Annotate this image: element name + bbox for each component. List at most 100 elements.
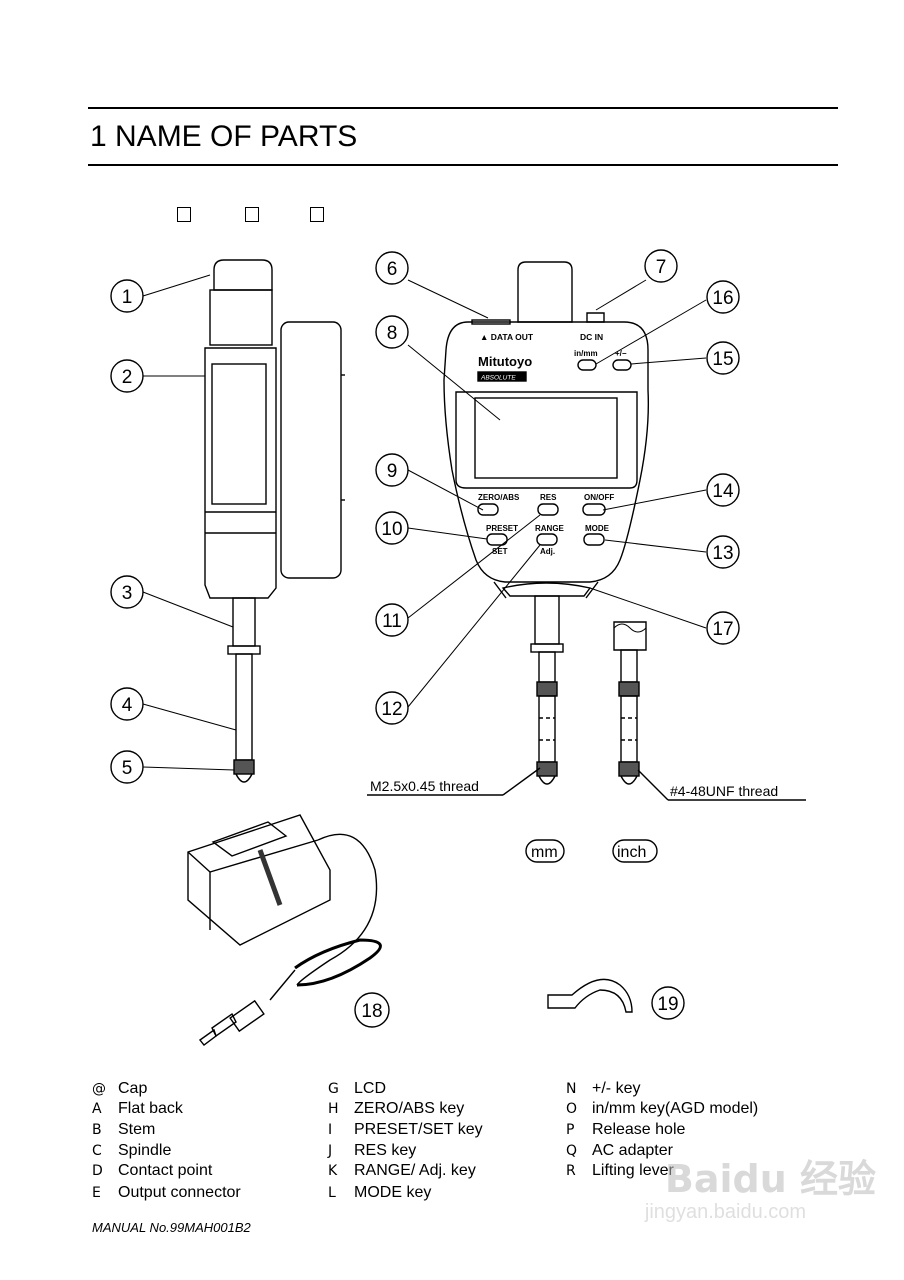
callout-12 <box>375 691 409 725</box>
legend-label: RANGE/ Adj. key <box>354 1162 476 1179</box>
checkbox-square <box>245 207 259 222</box>
legend-label: +/- key <box>592 1080 641 1097</box>
callout-18 <box>354 992 390 1028</box>
legend-item: B Stem <box>92 1121 155 1139</box>
data-out-label: ▲ DATA OUT <box>480 332 534 342</box>
legend-glyph: J <box>328 1143 333 1159</box>
preset-label: PRESET <box>486 524 518 533</box>
unit-mm-badge: mm <box>531 844 558 861</box>
ac-adapter <box>187 814 382 1046</box>
legend-label: RES key <box>354 1142 417 1159</box>
inch-spindle <box>613 621 647 785</box>
watermark-brand: Baidu 经验 <box>664 1157 876 1201</box>
legend-glyph: R <box>566 1163 576 1179</box>
callout-12-label: 12 <box>381 699 402 720</box>
legend-label: Lifting lever <box>592 1162 674 1179</box>
legend-label: Spindle <box>118 1142 172 1159</box>
legend-glyph: B <box>92 1122 102 1138</box>
legend-item: E Output connector <box>92 1184 241 1202</box>
metric-thread-label: M2.5x0.45 thread <box>370 778 479 794</box>
callout-16-label: 16 <box>712 288 733 309</box>
legend-item: N +/- key <box>566 1080 640 1098</box>
range-label: RANGE <box>535 524 565 533</box>
callout-4 <box>110 687 144 721</box>
callout-3-label: 3 <box>122 583 133 604</box>
callout-10 <box>375 511 409 545</box>
callout-5-label: 5 <box>122 758 133 779</box>
callout-9 <box>375 453 409 487</box>
legend-item: P Release hole <box>566 1121 685 1139</box>
callouts <box>110 249 740 1028</box>
baidu-watermark: Baidu 经验 jingyan.baidu.com <box>645 1148 876 1224</box>
legend-label: Flat back <box>118 1100 183 1117</box>
front-view: ▲ DATA OUT DC IN Mitutoyo in/mm +/− ZERO… <box>443 261 650 785</box>
callout-1-label: 1 <box>122 287 133 308</box>
legend-glyph: N <box>566 1081 577 1097</box>
legend-label: PRESET/SET key <box>354 1121 483 1138</box>
brand-logo: Mitutoyo <box>478 354 532 369</box>
zero-abs-label: ZERO/ABS <box>478 493 520 502</box>
top-rule <box>88 107 838 109</box>
mode-label: MODE <box>585 524 610 533</box>
legend-glyph: I <box>328 1122 333 1138</box>
callout-3 <box>110 575 144 609</box>
legend-glyph: @ <box>92 1081 106 1097</box>
series-label: ABSOLUTE <box>480 375 516 382</box>
callout-15-label: 15 <box>712 349 733 370</box>
callout-7 <box>644 249 678 283</box>
callout-19 <box>651 986 685 1020</box>
callout-8 <box>375 315 409 349</box>
legend-label: Stem <box>118 1121 156 1138</box>
legend-item: K RANGE/ Adj. key <box>328 1162 476 1180</box>
legend-glyph: H <box>328 1101 339 1117</box>
callout-19-label: 19 <box>657 994 678 1015</box>
callout-13 <box>706 535 740 569</box>
legend-item: D Contact point <box>92 1162 212 1180</box>
parts-diagram: ▲ DATA OUT DC IN Mitutoyo in/mm +/− ZERO… <box>110 249 806 1046</box>
legend-item: I PRESET/SET key <box>328 1121 483 1139</box>
legend-glyph: Q <box>566 1143 578 1159</box>
callout-13-label: 13 <box>712 543 733 564</box>
page-title: 1 NAME OF PARTS <box>90 120 358 153</box>
legend-glyph: E <box>92 1185 101 1201</box>
callout-5 <box>110 750 144 784</box>
legend-item: J RES key <box>328 1142 416 1160</box>
callout-16 <box>706 280 740 314</box>
legend-glyph: D <box>92 1163 103 1179</box>
callout-18-label: 18 <box>361 1001 382 1022</box>
lifting-lever-drawing <box>547 978 633 1013</box>
legend-item: G LCD <box>328 1080 386 1098</box>
set-label: SET <box>492 547 508 556</box>
legend-item: H ZERO/ABS key <box>328 1100 464 1118</box>
legend-label: ZERO/ABS key <box>354 1100 465 1117</box>
legend-glyph: P <box>566 1122 575 1138</box>
legend-glyph: C <box>92 1143 102 1159</box>
legend-label: Output connector <box>118 1184 241 1201</box>
dc-in-label: DC IN <box>580 332 603 342</box>
legend-item: @Cap <box>92 1080 147 1098</box>
callout-10-label: 10 <box>381 519 402 540</box>
legend-glyph: K <box>328 1163 338 1179</box>
callout-4-label: 4 <box>122 695 133 716</box>
legend-glyph: G <box>328 1081 339 1097</box>
callout-1 <box>110 279 144 313</box>
res-label: RES <box>540 493 557 502</box>
callout-17 <box>706 611 740 645</box>
callout-17-label: 17 <box>712 619 733 640</box>
callout-15 <box>706 341 740 375</box>
legend-label: MODE key <box>354 1184 432 1201</box>
callout-6 <box>375 251 409 285</box>
callout-11-label: 11 <box>382 611 402 632</box>
legend-label: LCD <box>354 1080 387 1097</box>
callout-8-label: 8 <box>387 323 398 344</box>
inch-thread-label: #4-48UNF thread <box>670 783 778 799</box>
checkbox-square <box>177 207 191 222</box>
callout-2-label: 2 <box>122 367 133 388</box>
unit-inch-badge: inch <box>617 844 646 861</box>
legend-label: Release hole <box>592 1121 686 1138</box>
callout-11 <box>375 603 409 637</box>
legend-label: Contact point <box>118 1162 213 1179</box>
